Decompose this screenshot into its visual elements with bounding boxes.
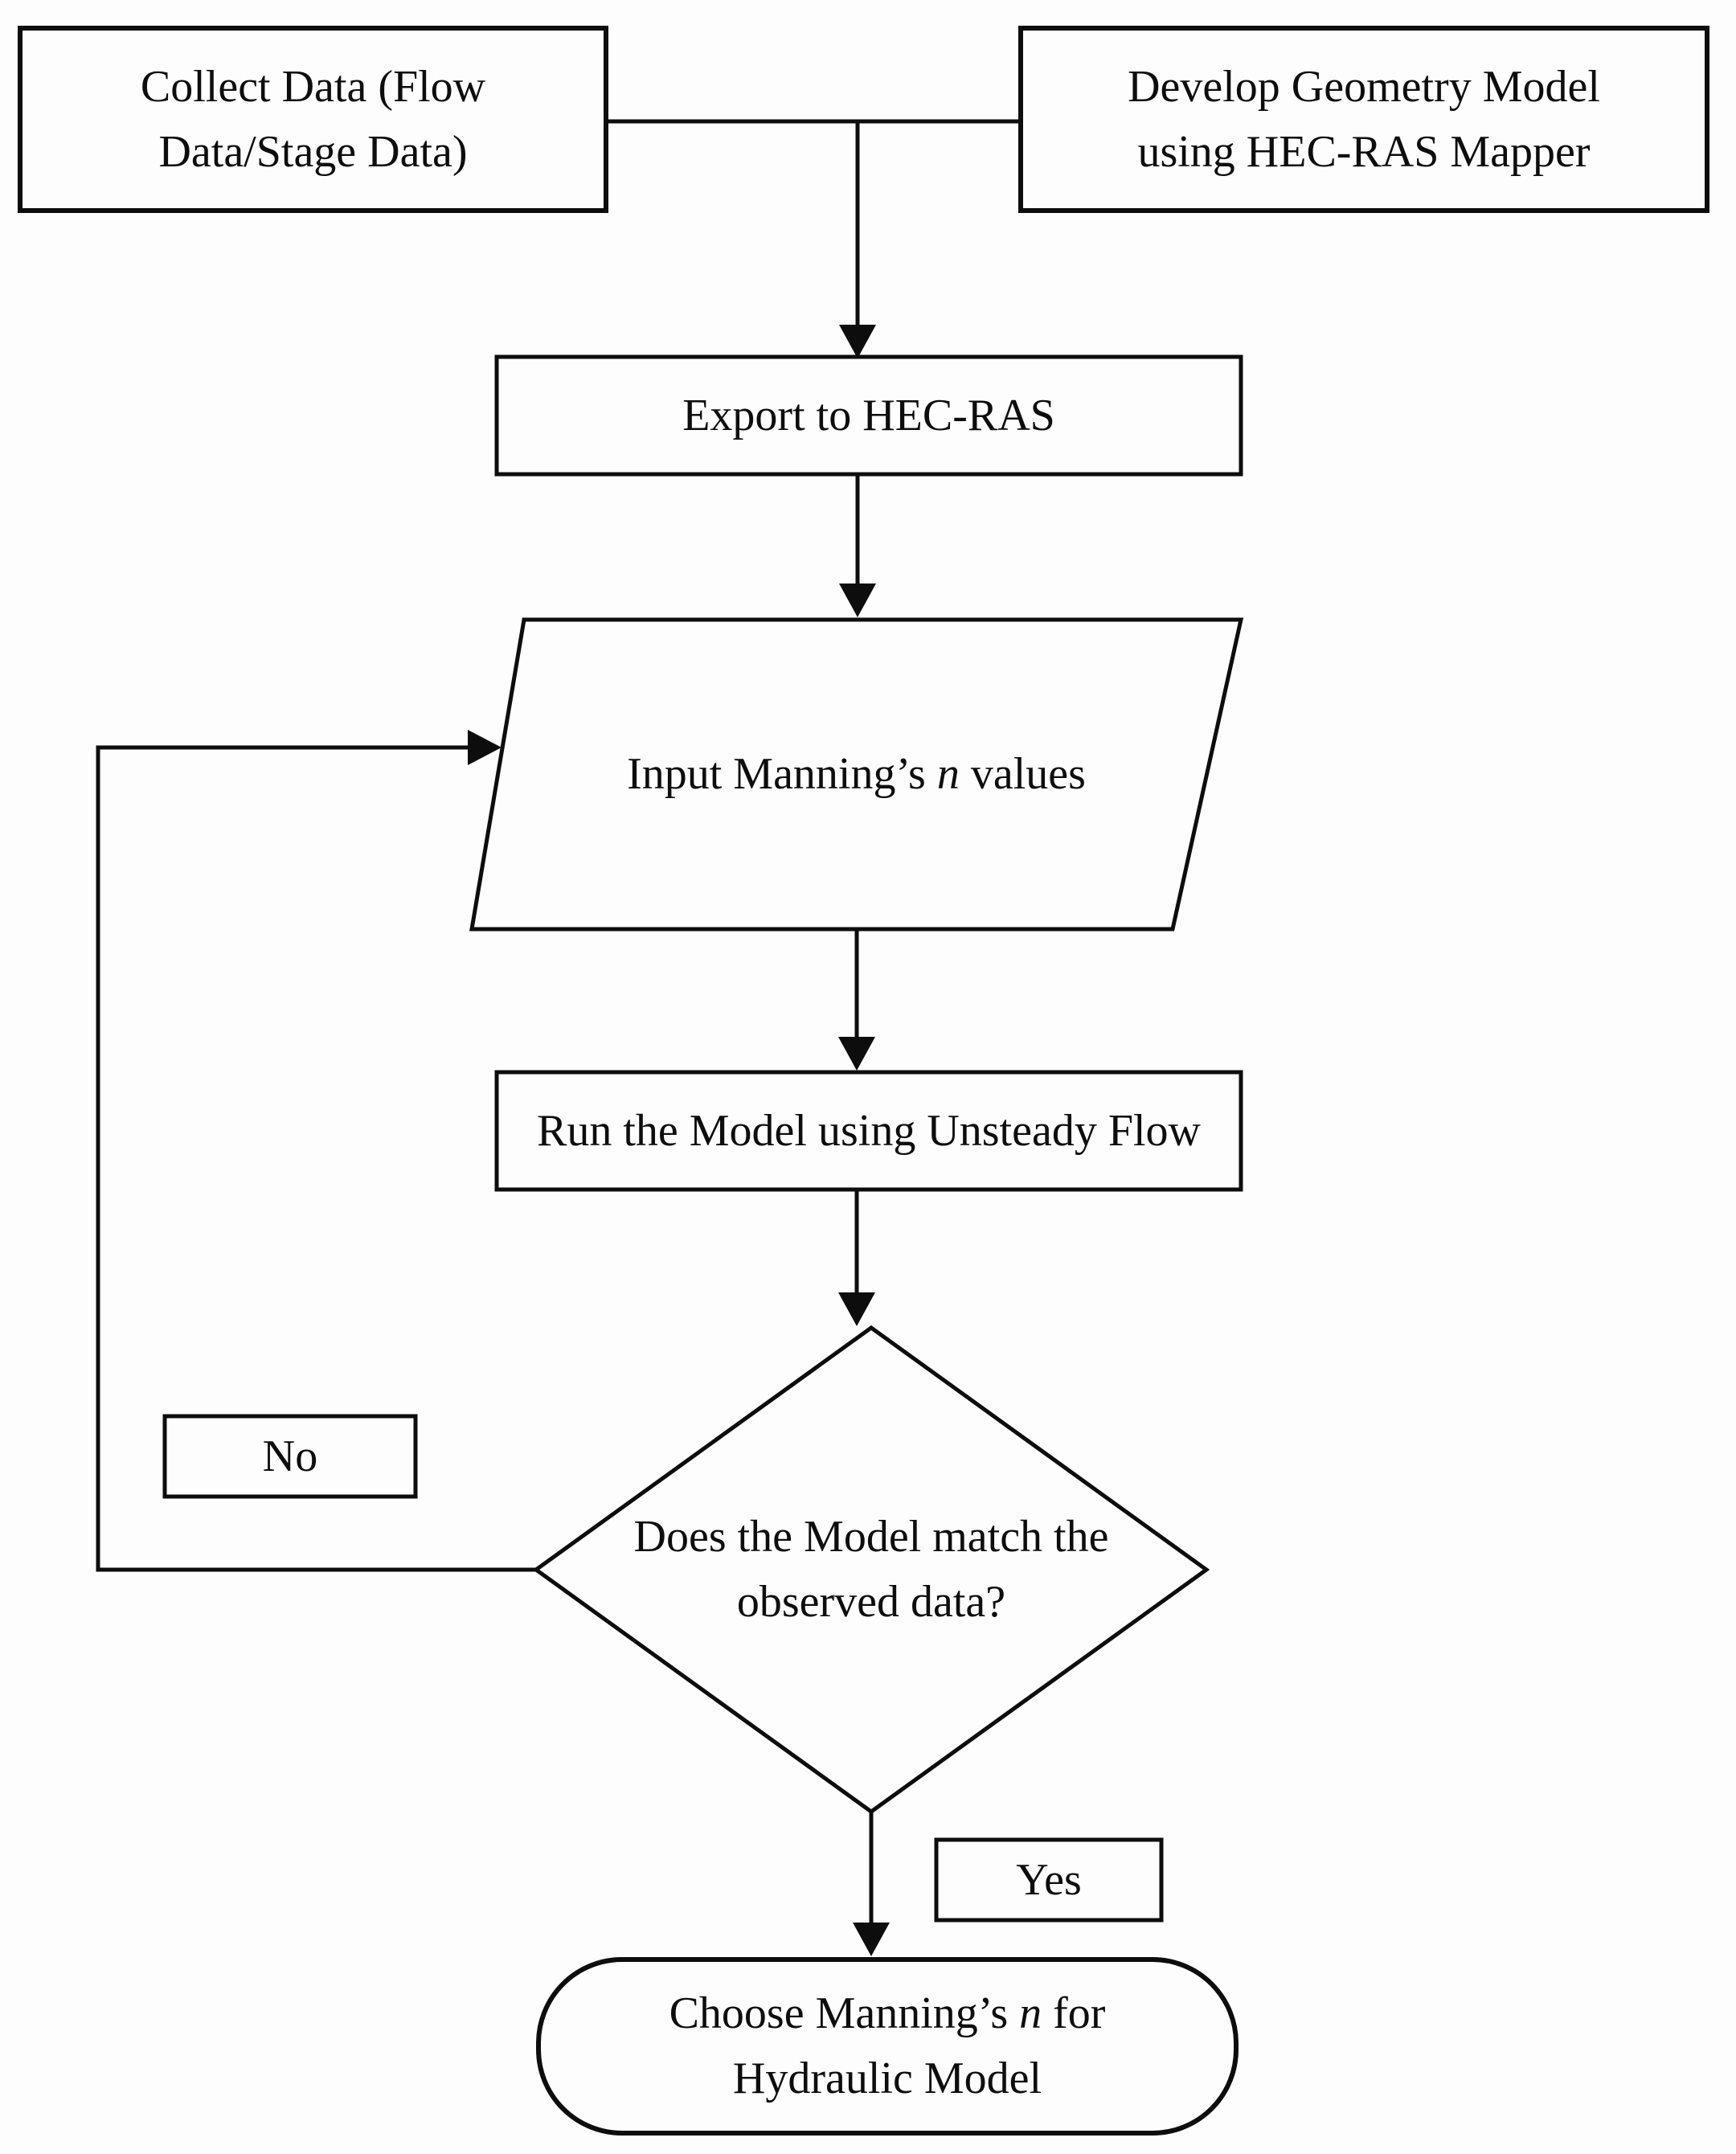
decision-label: Does the Model match the observed data? [633,1512,1109,1627]
arrowhead-into-choose-icon [853,1923,890,1956]
arrowhead-into-run-icon [838,1037,875,1071]
input-mannings-label-suffix: values [959,749,1086,799]
choose-mannings-label-prefix: Choose Manning’s [669,1988,1020,2038]
choose-mannings-terminator [536,1957,1239,2136]
export-hecras-label: Export to HEC-RAS [682,390,1055,440]
choose-mannings-label: Choose Manning’s n for Hydraulic Model [538,1959,1236,2133]
arrowhead-into-export-icon [839,325,876,358]
run-model-label: Run the Model using Unsteady Flow [537,1105,1201,1156]
collect-data-label: Collect Data (Flow Data/Stage Data) [140,61,486,177]
input-mannings-label-prefix: Input Manning’s [627,749,937,799]
no-label-box [162,1414,418,1499]
develop-geometry-box [1018,26,1709,213]
yes-label-box [934,1837,1164,1923]
input-mannings-label-n: n [936,749,960,799]
no-branch-label: No [262,1431,318,1481]
arrowhead-into-input-icon [839,584,876,617]
collect-data-box [18,26,608,213]
connector-no-loop [96,745,536,1572]
arrowhead-loop-into-input-icon [468,730,502,765]
develop-geometry-label: Develop Geometry Model using HEC-RAS Map… [1128,61,1600,177]
choose-mannings-label-suffix: for Hydraulic Model [732,1988,1106,2103]
input-mannings-label: Input Manning’s n values [472,620,1241,929]
input-mannings-parallelogram [469,617,1244,932]
export-hecras-box [494,354,1243,477]
arrowhead-into-decision-icon [838,1292,875,1326]
yes-branch-label: Yes [1016,1854,1082,1905]
run-model-box [494,1070,1243,1192]
choose-mannings-label-n: n [1019,1988,1042,2038]
